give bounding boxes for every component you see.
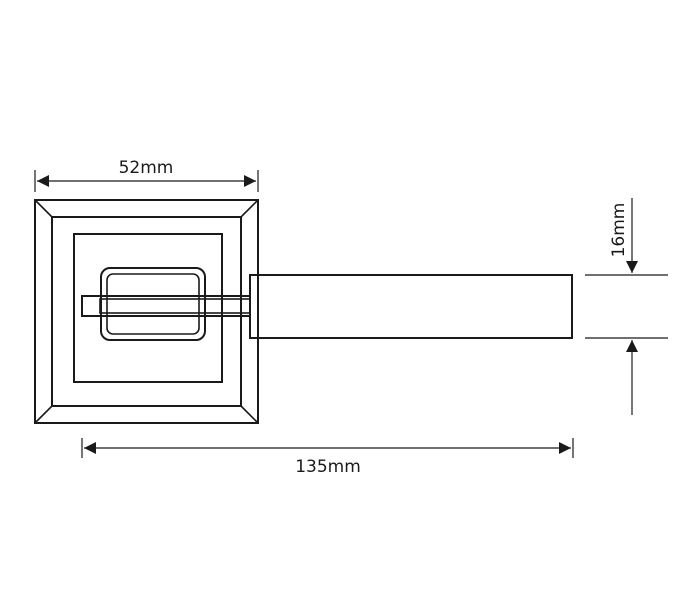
lever-neck-inner bbox=[99, 298, 251, 314]
lever-length-label: 135mm bbox=[295, 457, 361, 477]
rose-inner-square bbox=[73, 233, 223, 383]
dimension-rose-width: 52mm bbox=[34, 158, 259, 192]
bevel-corner-br bbox=[240, 405, 259, 424]
hub-inner bbox=[106, 273, 200, 335]
rose-plate bbox=[34, 199, 259, 424]
dimension-lever-length: 135mm bbox=[81, 438, 574, 477]
lever-bar bbox=[249, 274, 573, 339]
dimension-lever-thickness: 16mm bbox=[585, 198, 668, 415]
bevel-corner-tl bbox=[34, 199, 53, 218]
lever-arm bbox=[81, 274, 573, 339]
lever-thickness-label: 16mm bbox=[609, 203, 629, 258]
hub-outer bbox=[100, 267, 206, 341]
bevel-corner-tr bbox=[240, 199, 259, 218]
bevel-corner-bl bbox=[34, 405, 53, 424]
lever-hub bbox=[100, 267, 206, 341]
rose-bevel-inner bbox=[51, 216, 242, 407]
rose-width-label: 52mm bbox=[119, 158, 174, 178]
